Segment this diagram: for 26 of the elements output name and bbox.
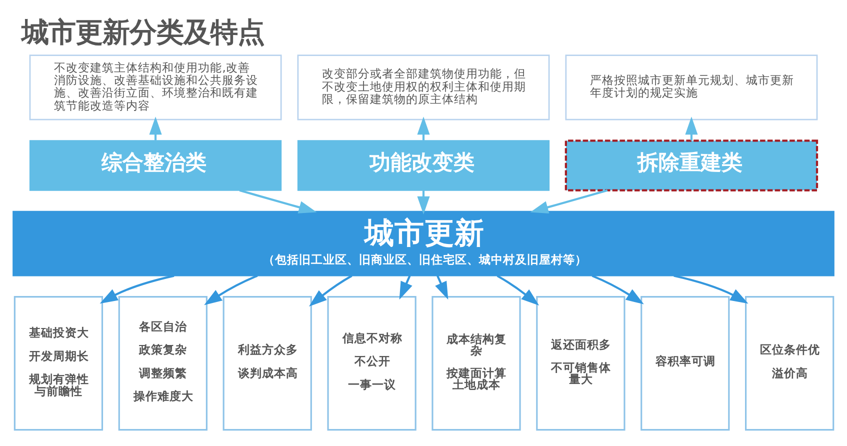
node-box: 区位条件优 溢价高 bbox=[745, 296, 834, 431]
node-box: 利益方众多 谈判成本高 bbox=[222, 296, 312, 431]
arrow bbox=[674, 274, 748, 304]
node-box: 严格按照城市更新单元规划、城市更新年度计划的规定实施 bbox=[565, 54, 818, 120]
node-box: 城市更新 （包括旧工业区、旧商业区、旧住宅区、城中村及旧屋村等） bbox=[12, 210, 834, 276]
node-box: 不改变建筑主体结构和使用功能,改善消防设施、改善基础设施和公共服务设施、改善沿街立面、环境整治和既有建筑节能改造等内容 bbox=[29, 54, 282, 120]
diagram-title: 城市更新分类及特点 bbox=[22, 17, 265, 48]
arrow bbox=[592, 274, 644, 304]
node-box: 各区自治 政策复杂 调整频繁 操作难度大 bbox=[118, 296, 208, 431]
node-box: 成本结构复杂 按建面计算土地成本 bbox=[432, 296, 521, 431]
arrow bbox=[308, 274, 352, 307]
node-box: 基础投资大 开发周期长 规划有弹性与前瞻性 bbox=[14, 296, 104, 431]
node-box: 返还面积多 不可销售体量大 bbox=[536, 296, 626, 431]
node-box: 信息不对称 不公开 一事一议 bbox=[327, 296, 416, 431]
arrow bbox=[100, 274, 174, 304]
arrow bbox=[496, 274, 540, 306]
node-box: 功能改变类 bbox=[297, 140, 550, 191]
arrow bbox=[239, 189, 317, 214]
node-box: 改变部分或者全部建筑物使用功能，但不改变土地使用权的权利主体和使用期限，保留建筑物的原主体结构 bbox=[297, 54, 550, 120]
arrow bbox=[530, 189, 608, 214]
node-box: 拆除重建类 bbox=[564, 140, 818, 192]
node-box: 综合整治类 bbox=[29, 140, 282, 191]
arrow bbox=[435, 275, 448, 300]
node-box: 容积率可调 bbox=[640, 296, 730, 431]
arrow bbox=[399, 275, 412, 300]
arrow bbox=[204, 274, 258, 306]
